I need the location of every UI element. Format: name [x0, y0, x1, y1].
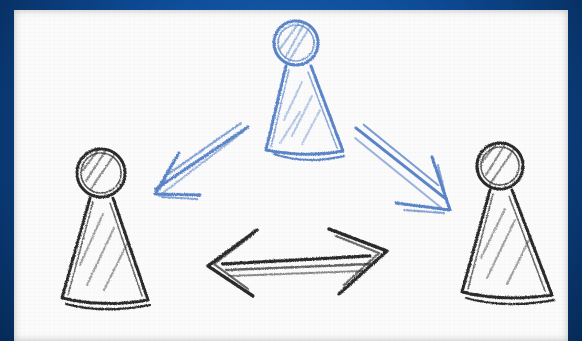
arrow-down-right-icon	[355, 125, 450, 213]
left-pawn-icon	[62, 149, 150, 309]
top-pawn-icon	[266, 21, 344, 160]
double-headed-arrow-icon	[208, 229, 387, 296]
right-pawn-icon	[462, 143, 554, 304]
arrow-down-left-icon	[155, 123, 248, 199]
